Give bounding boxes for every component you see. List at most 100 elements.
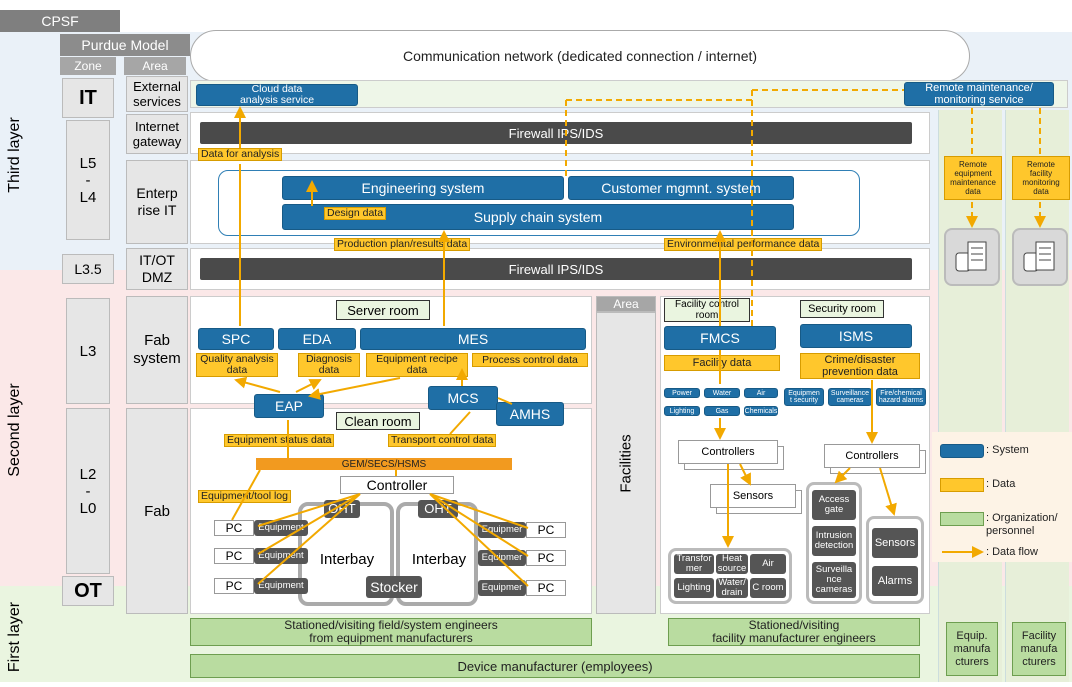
s1b: t security	[789, 397, 818, 404]
flow-ctl-pcr3	[429, 493, 529, 587]
flow-ctl-pcr1	[429, 493, 529, 529]
s1a: Equipmen	[788, 390, 820, 397]
fac-air: Air	[744, 388, 778, 398]
zone-l0: L0	[79, 499, 97, 517]
dv1: Transfor	[676, 553, 712, 564]
equipment-status-data: Equipment status data	[224, 434, 335, 447]
legend-org-label: : Organization/personnel	[986, 512, 1058, 538]
sec-alarms: Alarms	[872, 566, 918, 596]
fac-gas: Gas	[704, 406, 740, 416]
fm3: cturers	[1022, 655, 1056, 668]
dev-water-drain: Water/drain	[716, 578, 748, 598]
q1: Quality analysis	[200, 353, 274, 365]
fac-controllers: Controllers	[678, 440, 778, 464]
engineering-system: Engineering system	[282, 176, 564, 200]
flow-ctl-sensors	[739, 463, 751, 486]
zone-l5: L5	[79, 154, 97, 172]
eqe-l2: from equipment manufacturers	[309, 631, 473, 645]
security-room-label: Security room	[800, 300, 884, 318]
equipment-right-2: Equipmer	[478, 550, 526, 566]
cloud-l1: Cloud data	[251, 83, 303, 95]
pc-right-3: PC	[526, 580, 566, 596]
c1: Crime/disaster	[824, 354, 896, 366]
flow-eap-eda	[295, 379, 322, 393]
flow-eap-spc	[234, 376, 281, 393]
pc-left-1: PC	[214, 520, 254, 536]
mcs-system: MCS	[428, 386, 498, 410]
fcr-l1: Facility control	[675, 299, 739, 310]
interbay-left-label: Interbay	[319, 550, 375, 568]
r4: data	[965, 187, 981, 196]
interbay-right-label: Interbay	[411, 550, 467, 568]
sc1: Access	[818, 494, 850, 505]
area-fabsys-l2: system	[133, 350, 181, 367]
fcr-l2: room	[695, 310, 719, 321]
legend-data-swatch	[940, 478, 984, 492]
amhs-system: AMHS	[496, 402, 564, 426]
flow-mcs-amhs	[497, 397, 513, 405]
communication-network-cloud: Communication network (dedicated connect…	[190, 30, 970, 82]
sc7: cameras	[815, 584, 853, 595]
legend-flow-label: : Data flow	[986, 546, 1038, 558]
legend-data-label: : Data	[986, 478, 1016, 490]
stocker: Stocker	[366, 576, 422, 598]
area-external-l2: services	[133, 94, 181, 109]
area-header: Area	[124, 57, 186, 75]
equipment-left-3: Equipment	[254, 578, 308, 594]
isms-system: ISMS	[800, 324, 912, 348]
s3b: hazard alarms	[878, 397, 924, 404]
f1: Remote	[1026, 160, 1055, 169]
fab-controller: Controller	[340, 476, 454, 494]
remote-l2: monitoring service	[934, 94, 1024, 106]
f3: monitoring	[1022, 178, 1060, 187]
equipment-right-1: Equipmer	[478, 522, 526, 538]
sc3: Intrusion	[815, 530, 853, 541]
firewall-dmz: Firewall IPS/IDS	[200, 258, 912, 280]
area-enterprise-l2: rise IT	[137, 202, 177, 218]
clean-room-label: Clean room	[336, 412, 420, 430]
sc5: Surveilla	[815, 564, 853, 575]
area-internet-l1: Internet	[134, 119, 180, 134]
design-data: Design data	[324, 207, 387, 220]
r1: Remote	[958, 160, 987, 169]
production-data: Production plan/results data	[334, 238, 471, 251]
legend-system-label: : System	[986, 444, 1029, 456]
server-icon	[1012, 228, 1068, 286]
zone-l35: L3.5	[62, 254, 114, 284]
eqe-l1: Stationed/visiting field/system engineer…	[284, 618, 498, 632]
zone-ot: OT	[62, 576, 114, 606]
process-control-data: Process control data	[472, 353, 588, 367]
f4: data	[1033, 187, 1049, 196]
equip-engineers: Stationed/visiting field/system engineer…	[190, 618, 592, 646]
area-dmz-l1: IT/OT	[139, 252, 175, 268]
s2a: Surveillance	[830, 390, 870, 397]
mes-system: MES	[360, 328, 586, 350]
pc-right-2: PC	[526, 550, 566, 566]
zone-dash: -	[85, 482, 91, 500]
fac-power: Power	[664, 388, 700, 398]
e2: data	[406, 364, 428, 376]
firewall-internet: Firewall IPS/IDS	[200, 122, 912, 144]
flow-ctl-pc3	[257, 493, 361, 585]
area-enterprise-l1: Enterp	[136, 185, 178, 201]
sc2: gate	[824, 504, 844, 515]
sc4: detection	[814, 540, 854, 551]
r3: maintenance	[950, 178, 996, 187]
dev-air: Air	[750, 554, 786, 574]
d2: data	[318, 364, 340, 376]
legend-org-swatch	[940, 512, 984, 526]
zone-l2: L2	[79, 465, 97, 483]
facility-data: Facility data	[664, 355, 780, 371]
legend-org-l2: personnel	[986, 525, 1035, 537]
